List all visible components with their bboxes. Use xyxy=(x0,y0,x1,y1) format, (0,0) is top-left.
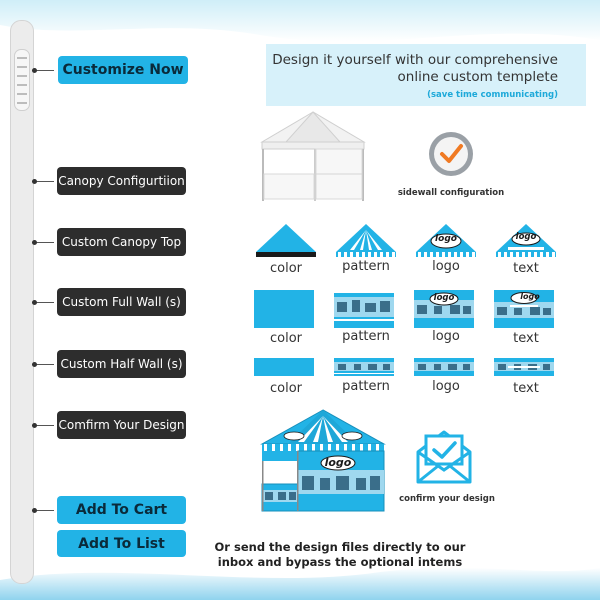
confirm-design-button[interactable]: Comfirm Your Design xyxy=(57,411,186,439)
top-text-option[interactable] xyxy=(494,222,558,258)
half-wall-color-option[interactable] xyxy=(254,358,314,376)
white-tent-icon xyxy=(260,111,366,201)
top-pattern-option[interactable] xyxy=(334,222,398,258)
footer-line-2: inbox and bypass the optional intems xyxy=(217,555,463,569)
top-logo-text: logo xyxy=(435,234,457,244)
custom-half-wall-button[interactable]: Custom Half Wall (s) xyxy=(57,350,186,378)
confirm-caption: confirm your design xyxy=(399,494,495,504)
half-wall-logo-label: logo xyxy=(432,379,460,394)
half-wall-text-option[interactable] xyxy=(494,358,554,376)
top-logo-label: logo xyxy=(432,259,460,274)
full-wall-text-label: text xyxy=(513,331,539,346)
banner-line-1: Design it yourself with our comprehensiv… xyxy=(272,52,558,68)
rail-handle[interactable] xyxy=(14,49,30,111)
background-wave-bottom xyxy=(0,567,600,600)
full-wall-text-option[interactable] xyxy=(494,290,554,328)
tent-logo-text: logo xyxy=(324,456,352,469)
banner-line-2: online custom templete xyxy=(397,69,558,85)
half-wall-pattern-label: pattern xyxy=(342,379,390,394)
full-wall-logo-label: logo xyxy=(432,329,460,344)
custom-full-wall-button[interactable]: Custom Full Wall (s) xyxy=(57,288,186,316)
add-to-list-button[interactable]: Add To List xyxy=(57,530,186,557)
full-wall-text-logo-text: logo xyxy=(520,292,540,301)
half-wall-pattern-option[interactable] xyxy=(334,358,394,376)
top-color-option[interactable] xyxy=(254,222,318,258)
full-wall-logo-option[interactable] xyxy=(414,290,474,328)
rail-tick xyxy=(32,240,54,245)
custom-tent-icon xyxy=(260,409,386,512)
banner-subnote: (save time communicating) xyxy=(427,90,558,100)
top-text-label: text xyxy=(513,261,539,276)
top-color-label: color xyxy=(269,261,302,276)
full-wall-pattern-label: pattern xyxy=(342,329,390,344)
progress-rail[interactable] xyxy=(10,20,34,584)
footer-note: Or send the design files directly to our… xyxy=(200,540,480,570)
rail-tick xyxy=(32,508,54,513)
half-wall-logo-option[interactable] xyxy=(414,358,474,376)
sidewall-caption: sidewall configuration xyxy=(397,188,505,198)
full-wall-color-option[interactable] xyxy=(254,290,314,328)
rail-tick xyxy=(32,423,54,428)
full-wall-color-label: color xyxy=(269,331,302,346)
full-wall-logo-text: logo xyxy=(433,293,455,303)
background-wave-top xyxy=(0,0,600,42)
customize-now-button[interactable]: Customize Now xyxy=(58,56,188,84)
top-logo-option[interactable] xyxy=(414,222,478,258)
rail-tick xyxy=(32,68,54,73)
add-to-cart-button[interactable]: Add To Cart xyxy=(57,496,186,524)
envelope-check-icon xyxy=(416,430,472,484)
rail-tick xyxy=(32,300,54,305)
half-wall-color-label: color xyxy=(269,381,302,396)
canopy-configuration-button[interactable]: Canopy Configurtiion xyxy=(57,167,186,195)
rail-tick xyxy=(32,179,54,184)
footer-line-1: Or send the design files directly to our xyxy=(214,540,466,554)
top-pattern-label: pattern xyxy=(342,259,390,274)
top-text-logo-text: logo xyxy=(515,232,537,242)
intro-banner: Design it yourself with our comprehensiv… xyxy=(266,44,586,106)
custom-canopy-top-button[interactable]: Custom Canopy Top xyxy=(57,228,186,256)
half-wall-text-label: text xyxy=(513,381,539,396)
rail-tick xyxy=(32,362,54,367)
checkmark-circle-icon xyxy=(429,132,473,176)
full-wall-pattern-option[interactable] xyxy=(334,290,394,328)
